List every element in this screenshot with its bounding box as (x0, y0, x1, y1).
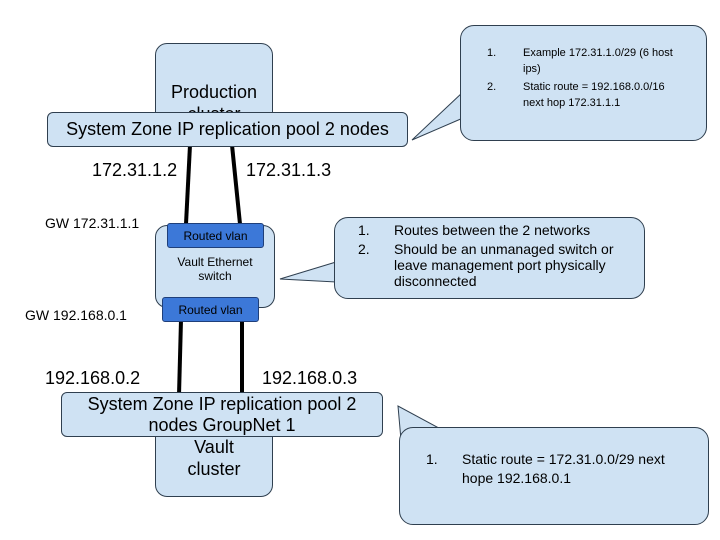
callout-production-pointer (411, 90, 464, 141)
vault-pool-line2: nodes GroupNet 1 (148, 414, 296, 435)
link-172-31-1-3 (230, 144, 242, 225)
gateway-bottom-label: GW 192.168.0.1 (25, 307, 127, 323)
vault-ip-left: 192.168.0.2 (45, 368, 141, 388)
vault-cluster-line2: cluster (187, 459, 241, 479)
callout-switch: 1. Routes between the 2 networks 2. Shou… (334, 217, 645, 299)
vault-ip-right: 192.168.0.3 (262, 368, 358, 388)
production-ip-left: 172.31.1.2 (92, 160, 178, 180)
callout-production-item: 1. Example 172.31.1.0/29 (6 host ips) (487, 47, 673, 75)
production-pool-label: System Zone IP replication pool 2 nodes (66, 119, 389, 139)
production-ip-right: 172.31.1.3 (246, 160, 332, 180)
callout-vault-item: 1. Static route = 172.31.0.0/29 next hop… (426, 451, 665, 486)
switch-label-line1: Vault Ethernet (177, 255, 253, 269)
callout-production-seam (461, 92, 464, 118)
callout-switch-item: 2. Should be an unmanaged switch or leav… (358, 241, 614, 289)
vault-pool-box: System Zone IP replication pool 2 nodes … (61, 392, 383, 437)
callout-production-item: 2. Static route = 192.168.0.0/16 next ho… (487, 81, 665, 109)
routed-vlan-bottom: Routed vlan (162, 297, 259, 322)
link-192-168-0-2 (177, 319, 183, 396)
routed-vlan-top-label: Routed vlan (183, 228, 248, 243)
production-pool-box: System Zone IP replication pool 2 nodes (47, 112, 408, 147)
callout-vault: 1. Static route = 172.31.0.0/29 next hop… (399, 427, 709, 525)
gateway-top-label: GW 172.31.1.1 (45, 215, 140, 231)
vault-pool-line1: System Zone IP replication pool 2 (87, 393, 357, 414)
callout-switch-seam (335, 262, 338, 282)
callout-switch-item: 1. Routes between the 2 networks (358, 222, 591, 238)
link-172-31-1-2 (184, 144, 192, 225)
routed-vlan-top: Routed vlan (167, 223, 264, 248)
production-cluster-line1: Production (170, 82, 258, 102)
routed-vlan-bottom-label: Routed vlan (178, 302, 243, 317)
callout-production: 1. Example 172.31.1.0/29 (6 host ips) 2.… (460, 25, 707, 141)
callout-switch-pointer (279, 261, 337, 283)
vault-cluster-line1: Vault (194, 437, 234, 457)
switch-label-line2: switch (198, 269, 232, 283)
